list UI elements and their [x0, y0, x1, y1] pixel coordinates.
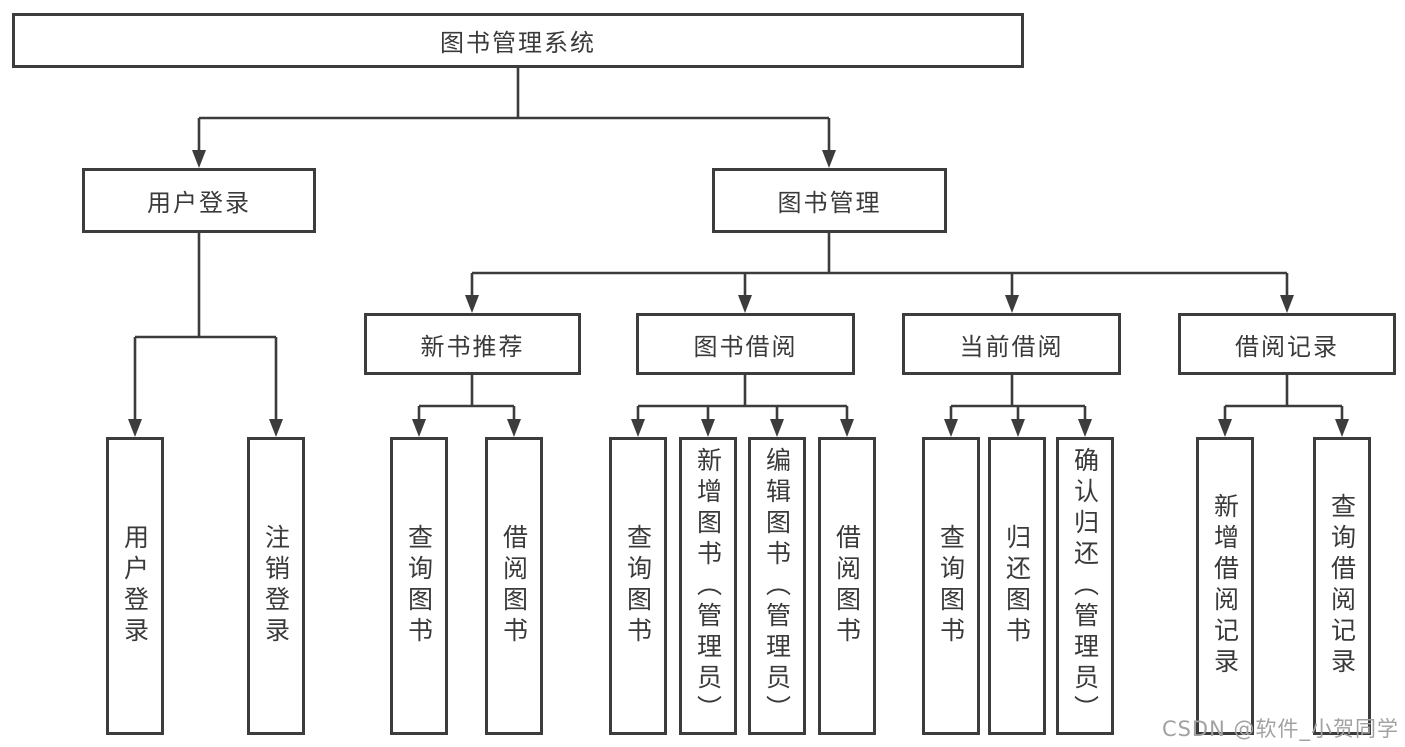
- node-current-borrow: 当前借阅: [902, 313, 1121, 375]
- node-label: 图书管理: [777, 189, 882, 217]
- node-label: 图书管理系统: [440, 29, 596, 57]
- node-label: 归还图书: [1002, 524, 1032, 648]
- node-book-borrow: 图书借阅: [636, 313, 855, 375]
- leaf-logout: 注销登录: [247, 437, 305, 735]
- node-label: 借阅图书: [499, 524, 529, 648]
- node-label: 编辑图书（管理员）: [762, 446, 792, 726]
- node-library-management-system: 图书管理系统: [12, 13, 1024, 68]
- node-new-book-recommend: 新书推荐: [364, 313, 581, 375]
- leaf-borrow-edit-books-admin: 编辑图书（管理员）: [748, 437, 806, 735]
- leaf-records-query-borrow-record: 查询借阅记录: [1313, 437, 1371, 735]
- node-book-management: 图书管理: [712, 168, 947, 233]
- node-label: 查询借阅记录: [1327, 493, 1357, 679]
- node-label: 当前借阅: [959, 332, 1064, 361]
- node-label: 查询图书: [404, 524, 434, 648]
- node-label: 查询图书: [623, 524, 653, 648]
- node-label: 新书推荐: [420, 332, 525, 361]
- leaf-current-confirm-return-admin: 确认归还（管理员）: [1056, 437, 1114, 735]
- node-label: 借阅图书: [832, 524, 862, 648]
- leaf-records-add-borrow-record: 新增借阅记录: [1196, 437, 1254, 735]
- leaf-recommend-borrow-books: 借阅图书: [485, 437, 543, 735]
- node-label: 注销登录: [261, 524, 291, 648]
- leaf-current-query-books: 查询图书: [922, 437, 980, 735]
- node-label: 确认归还（管理员）: [1070, 446, 1100, 726]
- node-label: 查询图书: [936, 524, 966, 648]
- leaf-borrow-add-books-admin: 新增图书（管理员）: [679, 437, 737, 735]
- leaf-user-login: 用户登录: [106, 437, 164, 735]
- node-label: 用户登录: [147, 189, 251, 217]
- watermark: CSDN @软件_小贺同学: [1161, 717, 1399, 741]
- node-label: 新增图书（管理员）: [693, 446, 723, 726]
- leaf-current-return-books: 归还图书: [988, 437, 1046, 735]
- node-label: 新增借阅记录: [1210, 493, 1240, 679]
- node-user-login: 用户登录: [82, 168, 316, 233]
- node-label: 用户登录: [120, 524, 150, 648]
- node-label: 借阅记录: [1235, 332, 1339, 361]
- node-borrow-records: 借阅记录: [1178, 313, 1396, 375]
- node-label: 图书借阅: [693, 332, 798, 361]
- leaf-borrow-query-books: 查询图书: [609, 437, 667, 735]
- leaf-borrow-borrow-books: 借阅图书: [818, 437, 876, 735]
- leaf-recommend-query-books: 查询图书: [390, 437, 448, 735]
